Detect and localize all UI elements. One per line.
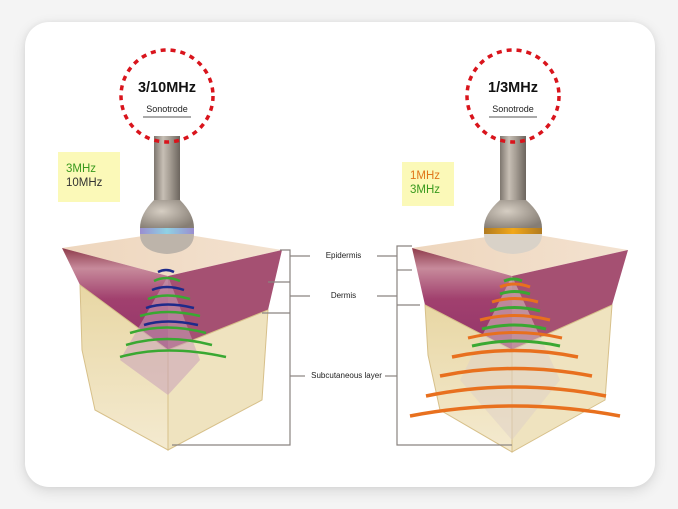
right-frequency-legend: 1MHz 3MHz [402, 162, 454, 206]
epidermis-label: Epidermis [325, 251, 362, 260]
right-waves [409, 277, 621, 418]
wave-arc-3mhz [471, 339, 561, 348]
left-sonotrode-label: Sonotrode [146, 104, 188, 114]
wave-arc-1mhz [409, 404, 621, 418]
right-frequency-label: 1/3MHz [488, 80, 538, 96]
right-sonotrode [484, 136, 542, 254]
wave-arc-10mhz [143, 320, 199, 327]
wave-arc-1mhz [451, 348, 579, 359]
left-bracket [172, 249, 291, 446]
left-waves [119, 268, 227, 359]
left-sonotrode [140, 136, 194, 254]
wave-arc-1mhz [499, 282, 531, 289]
left-frequency-legend: 3MHz 10MHz [58, 152, 120, 202]
dermis-label: Dermis [330, 291, 357, 300]
left-highlight-circle [119, 48, 215, 144]
left-wave-cone [120, 276, 200, 395]
right-sonotrode-label: Sonotrode [492, 104, 534, 114]
wave-arc-10mhz [151, 285, 185, 292]
layer-brackets [172, 245, 512, 446]
wave-arc-10mhz [145, 303, 195, 310]
wave-arc-3mhz [139, 310, 201, 318]
wave-arc-1mhz [439, 366, 593, 378]
subcutaneous-label: Subcutaneous layer [311, 371, 382, 380]
wave-arc-3mhz [153, 276, 181, 283]
right-bracket [396, 245, 512, 446]
wave-arc-1mhz [467, 331, 563, 340]
left-skin-block [62, 232, 282, 451]
wave-arc-3mhz [503, 277, 523, 283]
wave-arc-3mhz [125, 337, 213, 347]
left-frequency-label: 3/10MHz [137, 80, 197, 96]
wave-arc-3mhz [499, 290, 531, 296]
legend-item-10mhz: 10MHz [66, 177, 103, 189]
wave-arc-1mhz [425, 385, 607, 398]
legend-item-3mhz: 3MHz [66, 163, 97, 175]
wave-arc-10mhz [157, 268, 175, 274]
wave-arc-1mhz [479, 314, 551, 322]
wave-arc-3mhz [489, 306, 541, 313]
wave-arc-3mhz [129, 326, 207, 335]
legend-item-3mhz: 3MHz [410, 184, 441, 196]
wave-arc-3mhz [481, 323, 547, 331]
left-epidermis-top [62, 232, 282, 276]
wave-arc-3mhz [119, 349, 227, 359]
legend-item-1mhz: 1MHz [410, 170, 441, 182]
wave-arc-3mhz [147, 294, 191, 301]
right-highlight-circle [465, 48, 561, 144]
wave-arc-1mhz [491, 297, 539, 304]
